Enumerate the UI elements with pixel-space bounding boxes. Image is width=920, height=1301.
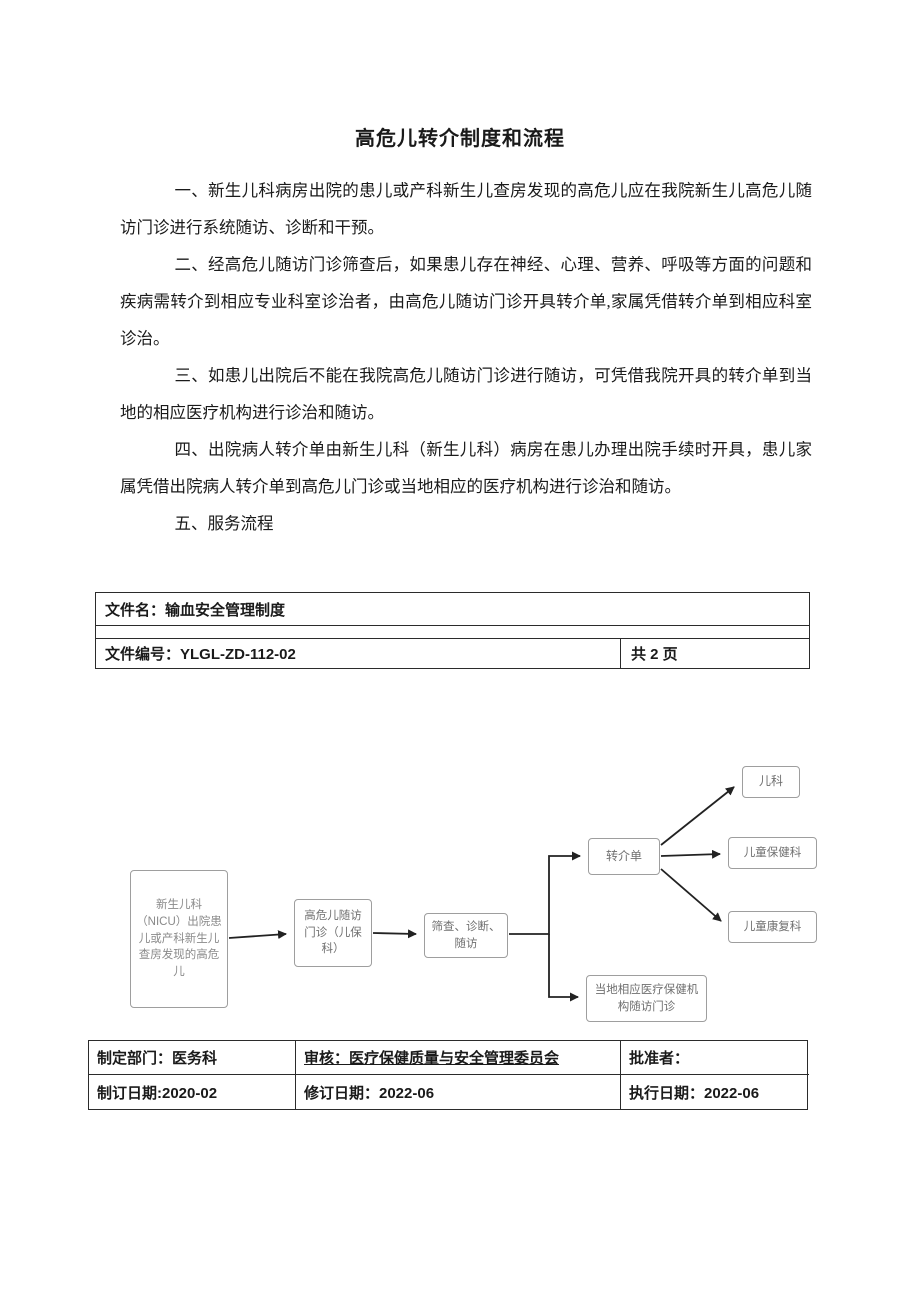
flow-node-child-rehab: 儿童康复科 xyxy=(728,911,817,943)
flow-node-screening: 筛查、诊断、随访 xyxy=(424,913,508,958)
paragraph-3: 三、如患儿出院后不能在我院高危儿随访门诊进行随访，可凭借我院开具的转介单到当地的… xyxy=(120,366,812,422)
created-date-cell: 制订日期:2020-02 xyxy=(89,1075,296,1109)
paragraph-5: 五、服务流程 xyxy=(174,514,274,533)
flow-node-local-institution: 当地相应医疗保健机构随访门诊 xyxy=(586,975,707,1022)
flow-node-referral-form: 转介单 xyxy=(588,838,660,875)
page-title: 高危儿转介制度和流程 xyxy=(355,128,565,150)
approver-cell: 批准者： xyxy=(621,1041,809,1075)
paragraph-2: 二、经高危儿随访门诊筛查后，如果患儿存在神经、心理、营养、呼吸等方面的问题和疾病… xyxy=(120,255,812,348)
empty-row xyxy=(96,626,809,639)
flow-node-source: 新生儿科（NICU）出院患儿或产科新生儿查房发现的高危儿 xyxy=(130,870,228,1008)
file-number-cell: 文件编号：YLGL-ZD-112-02 xyxy=(96,639,621,668)
document-info-table: 文件名：输血安全管理制度 文件编号：YLGL-ZD-112-02 共 2 页 xyxy=(95,592,810,669)
revised-date-cell: 修订日期：2022-06 xyxy=(296,1075,621,1109)
approval-table: 制定部门：医务科 审核：医疗保健质量与安全管理委员会 批准者： 制订日期:202… xyxy=(88,1040,809,1110)
paragraph-1: 一、新生儿科病房出院的患儿或产科新生儿查房发现的高危儿应在我院新生儿高危儿随访门… xyxy=(120,181,812,237)
flow-node-followup-clinic: 高危儿随访门诊（儿保科） xyxy=(294,899,372,967)
paragraph-4: 四、出院病人转介单由新生儿科（新生儿科）病房在患儿办理出院手续时开具，患儿家属凭… xyxy=(120,440,812,496)
page-count-cell: 共 2 页 xyxy=(631,646,678,663)
flow-node-pediatrics: 儿科 xyxy=(742,766,800,798)
effective-date-cell: 执行日期：2022-06 xyxy=(629,1084,760,1102)
file-number-row: 文件编号：YLGL-ZD-112-02 共 2 页 xyxy=(96,639,809,668)
file-name-cell: 文件名：输血安全管理制度 xyxy=(96,593,809,626)
review-cell: 审核：医疗保健质量与安全管理委员会 xyxy=(296,1041,621,1075)
body-paragraphs: 一、新生儿科病房出院的患儿或产科新生儿查房发现的高危儿应在我院新生儿高危儿随访门… xyxy=(120,172,812,542)
review-text: 审核：医疗保健质量与安全管理委员会 xyxy=(304,1050,560,1067)
flow-node-child-healthcare: 儿童保健科 xyxy=(728,837,817,869)
dept-cell: 制定部门：医务科 xyxy=(89,1041,296,1075)
